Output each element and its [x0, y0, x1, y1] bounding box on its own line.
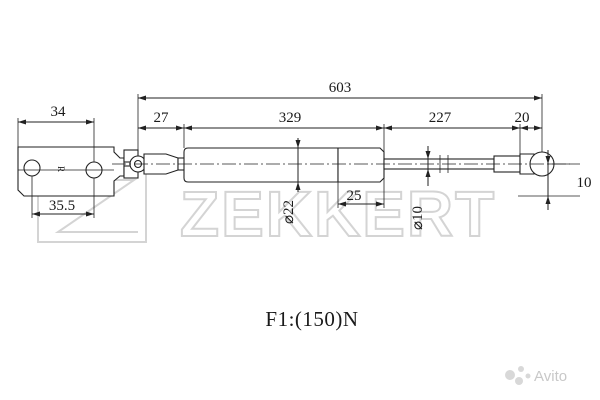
watermark-brand: ZEKKERT — [180, 178, 496, 250]
cylinder-length-label: 329 — [279, 110, 302, 126]
rod-length-label: 227 — [429, 110, 452, 126]
arrow-dia10-bottom — [425, 169, 431, 177]
cylinder-body — [183, 147, 339, 183]
cylinder-step-label: 25 — [347, 188, 362, 204]
arrow-27-right — [176, 125, 184, 131]
dim-rod-diameter: ⌀10 — [410, 146, 431, 230]
mounting-bracket: R — [17, 146, 125, 197]
arrow-dia10-top — [425, 151, 431, 159]
dim-total-length: 603 — [137, 80, 543, 156]
force-label: F1:(150)N — [265, 307, 358, 331]
dim-cylinder-step: 25 — [337, 178, 385, 208]
arrow-329-left — [184, 125, 192, 131]
arrow-10-bottom — [545, 196, 551, 204]
arrow-dia22-bottom — [295, 182, 301, 190]
arrow-dia22-top — [295, 140, 301, 148]
arrow-27-left — [138, 125, 146, 131]
avito-dot-2 — [518, 366, 524, 372]
total-length-label: 603 — [329, 80, 352, 96]
arrow-34-right — [86, 119, 94, 125]
arrow-25-left — [338, 201, 346, 207]
arrow-227-left — [384, 125, 392, 131]
dim-end-fitting-height: 10 — [518, 150, 592, 210]
arrow-20-right — [534, 125, 542, 131]
arrow-total-left — [138, 95, 146, 101]
dim-bracket-width: 34 — [17, 104, 95, 162]
hole-spacing-label: 35.5 — [49, 198, 75, 214]
bracket-hole-left — [23, 159, 41, 177]
avito-dot-4 — [525, 373, 531, 379]
arrow-10-top — [545, 156, 551, 164]
hinge-offset-label: 27 — [154, 110, 170, 126]
arrow-34-left — [18, 119, 26, 125]
avito-text: Avito — [534, 368, 567, 385]
zekkert-watermark: ZEKKERT — [37, 169, 496, 251]
rod-diameter-label: ⌀10 — [410, 206, 426, 230]
bracket-mark: R — [56, 166, 66, 172]
dim-segment-row: 27 329 227 20 — [138, 110, 542, 156]
end-fitting-height-label: 10 — [577, 175, 592, 191]
arrow-35-left — [32, 211, 40, 217]
dim-cylinder-diameter: ⌀22 — [281, 138, 301, 224]
bracket-width-label: 34 — [51, 104, 67, 120]
arrow-20-left — [520, 125, 528, 131]
bracket-plate — [17, 146, 125, 197]
end-fitting-length-label: 20 — [515, 110, 530, 126]
cylinder-end-cap — [337, 147, 385, 183]
avito-dot-1 — [505, 370, 515, 380]
avito-dot-3 — [515, 377, 523, 385]
dim-hole-spacing: 35.5 — [31, 176, 95, 218]
cylinder-diameter-label: ⌀22 — [281, 200, 297, 224]
avito-watermark: Avito — [505, 366, 567, 385]
arrow-329-right — [376, 125, 384, 131]
arrow-total-right — [534, 95, 542, 101]
arrow-25-right — [376, 201, 384, 207]
arrow-35-right — [86, 211, 94, 217]
arrow-227-right — [512, 125, 520, 131]
gas-spring-cylinder — [177, 147, 385, 183]
